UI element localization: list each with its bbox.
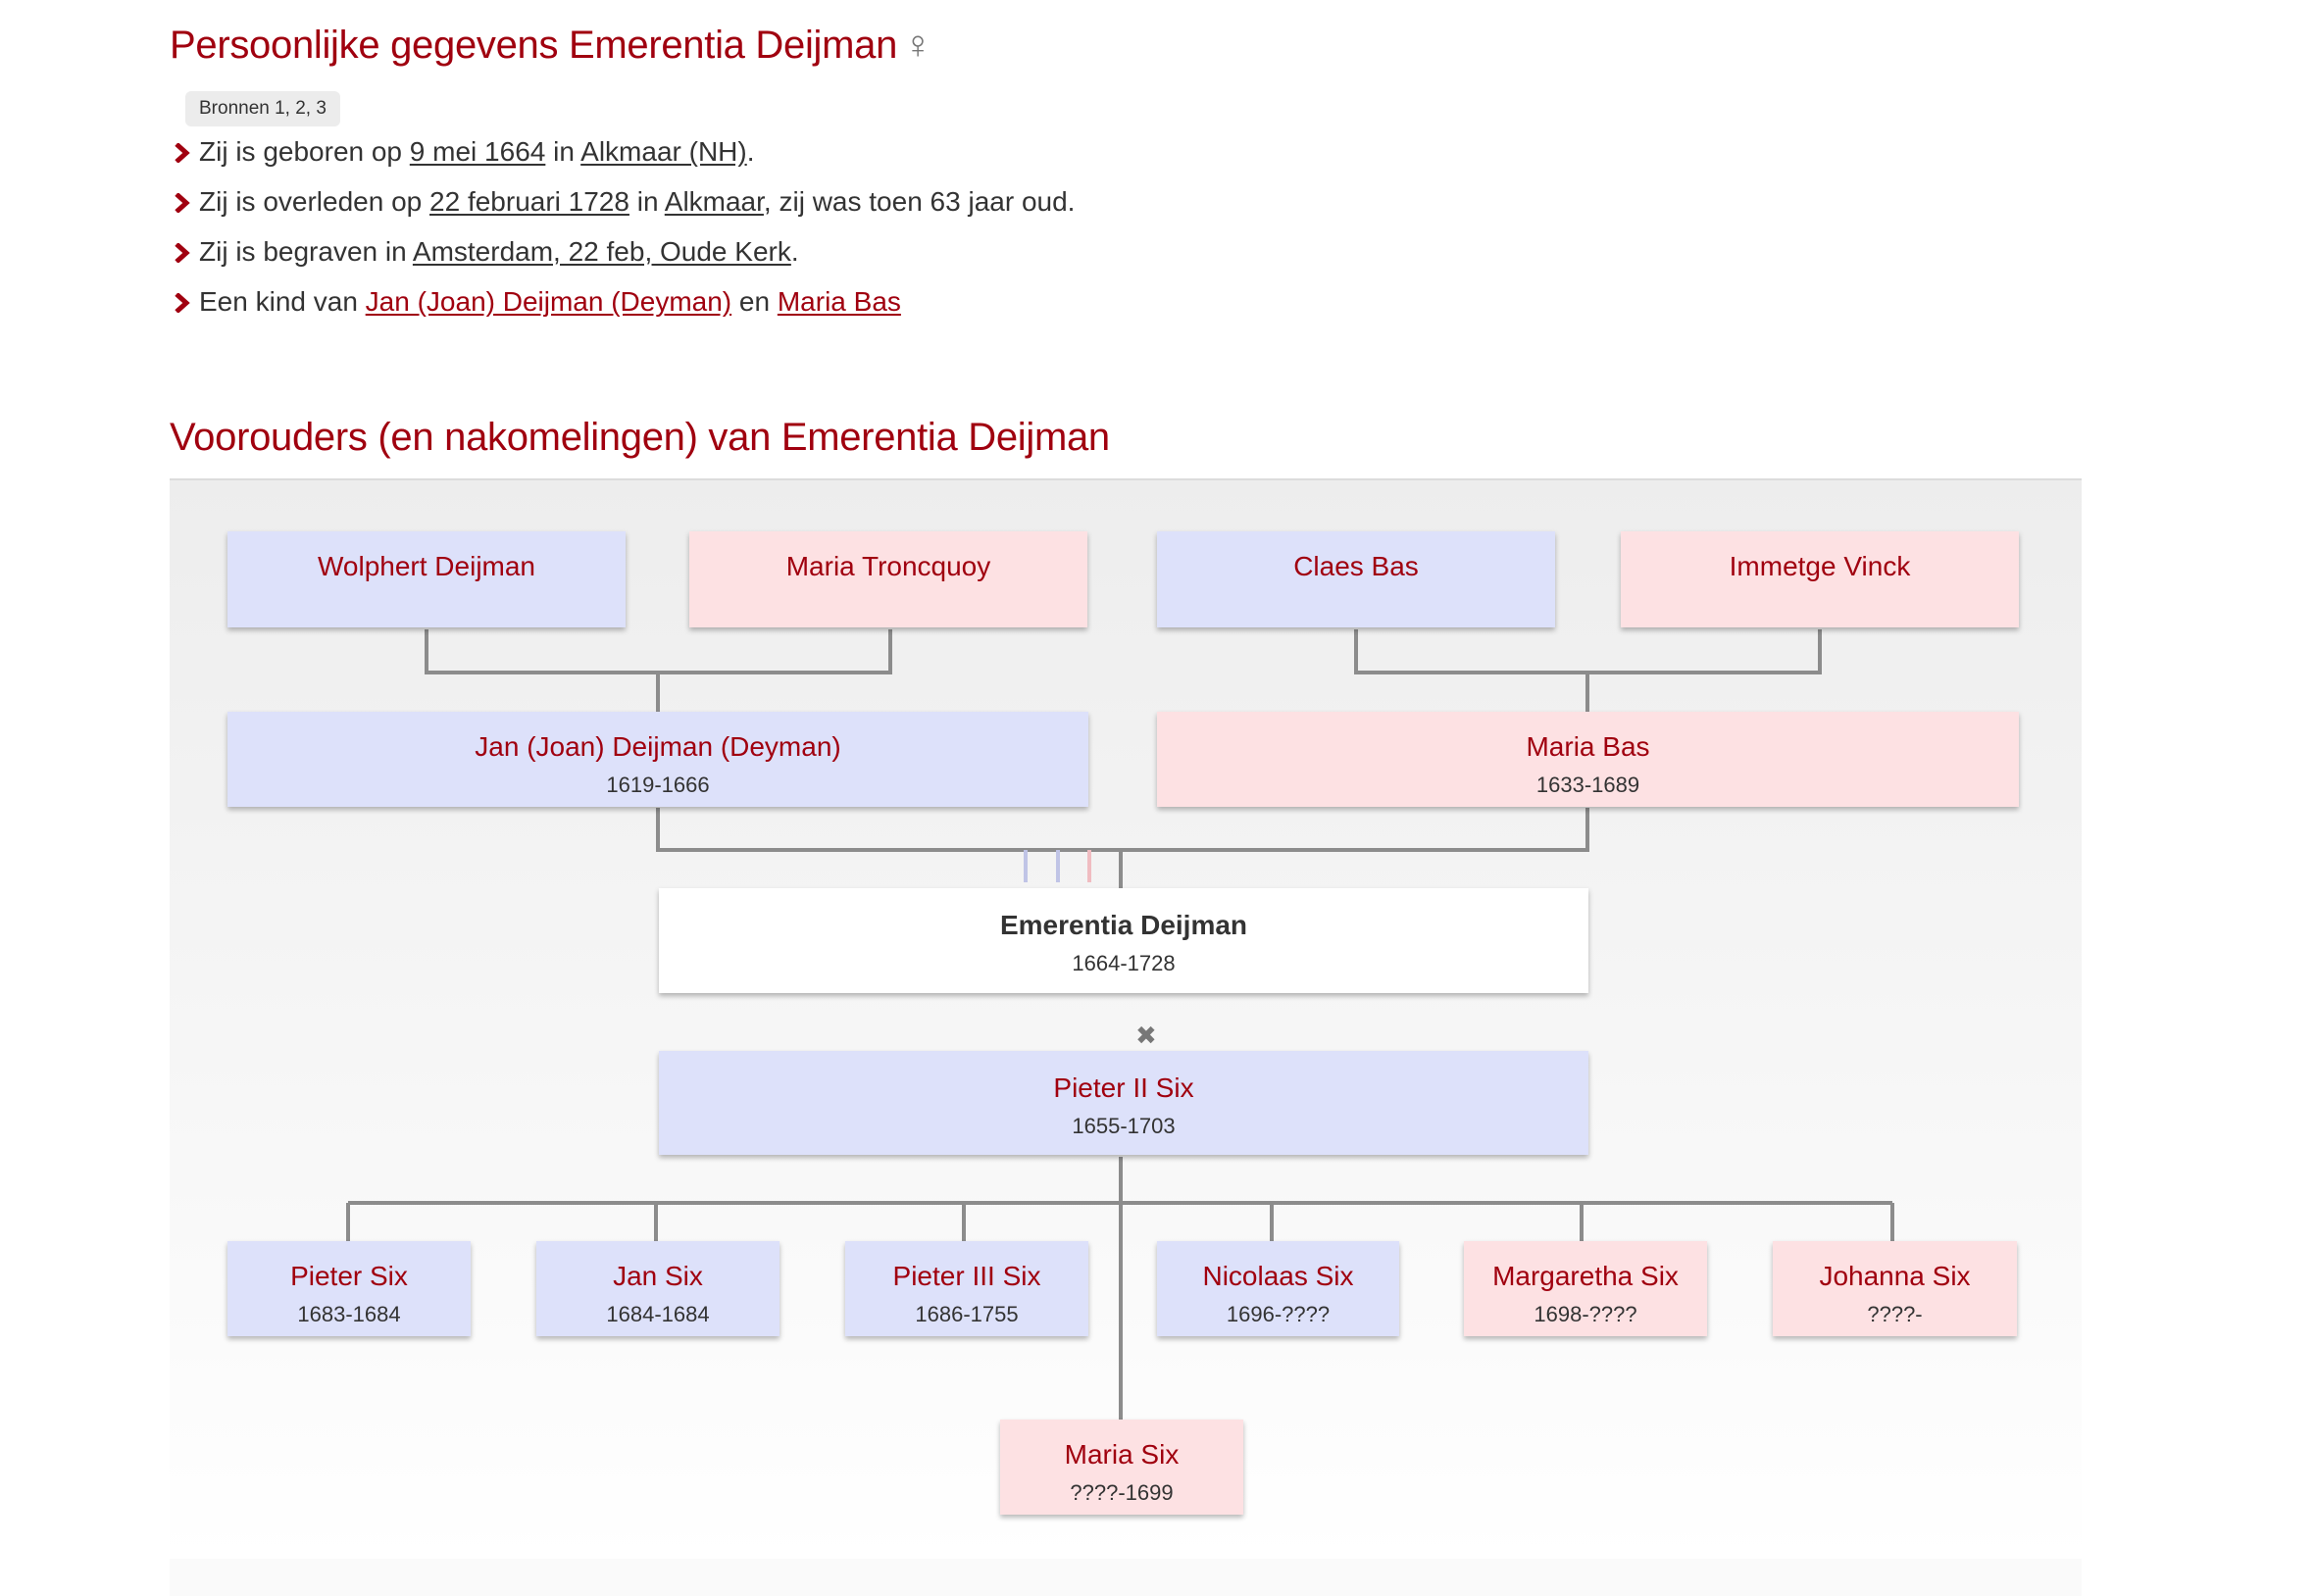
ancestors-heading: Voorouders (en nakomelingen) van Emerent…: [170, 416, 1110, 459]
personal-details-title: Persoonlijke gegevens Emerentia Deijman: [170, 24, 898, 67]
person-card-self[interactable]: Emerentia Deijman 1664-1728: [659, 888, 1588, 993]
person-name: Immetge Vinck: [1729, 551, 1911, 581]
fact-text: in: [545, 136, 581, 167]
person-card-grandmother-maternal[interactable]: Immetge Vinck: [1621, 531, 2019, 627]
chevron-right-icon: [175, 193, 190, 213]
person-card-grandmother-paternal[interactable]: Maria Troncquoy: [689, 531, 1087, 627]
facts-list: Zij is geboren op 9 mei 1664 in Alkmaar …: [170, 133, 1075, 333]
chevron-right-icon: [175, 243, 190, 263]
fact-parents: Een kind van Jan (Joan) Deijman (Deyman)…: [170, 283, 1075, 333]
sources-badge[interactable]: Bronnen 1, 2, 3: [185, 91, 340, 126]
person-years: 1696-????: [1226, 1302, 1331, 1326]
female-icon: ♀: [903, 24, 932, 67]
fact-text: Zij is overleden op: [199, 186, 430, 217]
person-card-child[interactable]: Maria Six ????-1699: [1000, 1420, 1243, 1515]
person-years: 1684-1684: [606, 1302, 710, 1326]
birth-date-link[interactable]: 9 mei 1664: [409, 136, 546, 167]
fact-text: .: [790, 236, 799, 267]
fact-text: Een kind van: [199, 286, 366, 317]
fact-birth: Zij is geboren op 9 mei 1664 in Alkmaar …: [170, 133, 1075, 183]
person-card-grandfather-paternal[interactable]: Wolphert Deijman: [227, 531, 626, 627]
person-years: 1655-1703: [1072, 1114, 1176, 1138]
person-card-child[interactable]: Jan Six 1684-1684: [536, 1241, 780, 1336]
person-years: 1633-1689: [1535, 773, 1640, 797]
person-years: ????-: [1867, 1302, 1923, 1326]
father-link[interactable]: Jan (Joan) Deijman (Deyman): [365, 286, 732, 317]
person-name: Johanna Six: [1819, 1261, 1971, 1291]
person-card-child[interactable]: Pieter Six 1683-1684: [227, 1241, 471, 1336]
person-name: Wolphert Deijman: [317, 551, 536, 581]
fact-burial: Zij is begraven in Amsterdam, 22 feb, Ou…: [170, 233, 1075, 283]
marriage-icon: ✖: [1135, 1021, 1157, 1050]
person-card-child[interactable]: Margaretha Six 1698-????: [1464, 1241, 1707, 1336]
person-name: Claes Bas: [1293, 551, 1419, 581]
mother-link[interactable]: Maria Bas: [777, 286, 901, 317]
chevron-right-icon: [175, 143, 190, 163]
person-name: Jan (Joan) Deijman (Deyman): [475, 731, 841, 762]
tree-connectors: [346, 629, 1894, 1420]
person-name: Pieter Six: [290, 1261, 408, 1291]
birth-place-link[interactable]: Alkmaar (NH): [580, 136, 747, 167]
person-name: Pieter III Six: [892, 1261, 1041, 1291]
person-card-mother[interactable]: Maria Bas 1633-1689: [1157, 712, 2019, 807]
person-name: Maria Bas: [1526, 731, 1650, 762]
person-card-grandfather-maternal[interactable]: Claes Bas: [1157, 531, 1555, 627]
person-name: Pieter II Six: [1053, 1072, 1194, 1103]
person-years: 1683-1684: [297, 1302, 401, 1326]
person-years: ????-1699: [1070, 1480, 1174, 1505]
person-card-child[interactable]: Pieter III Six 1686-1755: [845, 1241, 1088, 1336]
fact-death: Zij is overleden op 22 februari 1728 in …: [170, 183, 1075, 233]
death-place-link[interactable]: Alkmaar: [664, 186, 764, 217]
fact-text: Zij is begraven in: [199, 236, 413, 267]
person-name: Margaretha Six: [1492, 1261, 1679, 1291]
fact-text: in: [629, 186, 665, 217]
burial-link[interactable]: Amsterdam, 22 feb, Oude Kerk: [412, 236, 791, 267]
person-card-child[interactable]: Johanna Six ????-: [1773, 1241, 2017, 1336]
person-card-child[interactable]: Nicolaas Six 1696-????: [1157, 1241, 1399, 1336]
person-name: Maria Six: [1064, 1439, 1180, 1470]
fact-text: en: [731, 286, 778, 317]
family-tree: Wolphert Deijman Maria Troncquoy Claes B…: [170, 478, 2082, 1596]
person-years: 1619-1666: [606, 773, 710, 797]
chevron-right-icon: [175, 293, 190, 313]
person-name: Maria Troncquoy: [785, 551, 991, 581]
fact-text: Zij is geboren op: [199, 136, 410, 167]
fact-text: , zij was toen 63 jaar oud.: [763, 186, 1076, 217]
person-card-father[interactable]: Jan (Joan) Deijman (Deyman) 1619-1666: [227, 712, 1088, 807]
person-years: 1698-????: [1534, 1302, 1637, 1326]
person-card-spouse[interactable]: Pieter II Six 1655-1703: [659, 1051, 1588, 1155]
fact-text: .: [746, 136, 755, 167]
person-name: Emerentia Deijman: [999, 910, 1248, 940]
person-name: Nicolaas Six: [1202, 1261, 1354, 1291]
death-date-link[interactable]: 22 februari 1728: [429, 186, 629, 217]
person-years: 1686-1755: [915, 1302, 1019, 1326]
person-years: 1664-1728: [1072, 951, 1176, 975]
personal-details-heading: Persoonlijke gegevens Emerentia Deijman♀: [170, 24, 932, 68]
person-name: Jan Six: [613, 1261, 703, 1291]
